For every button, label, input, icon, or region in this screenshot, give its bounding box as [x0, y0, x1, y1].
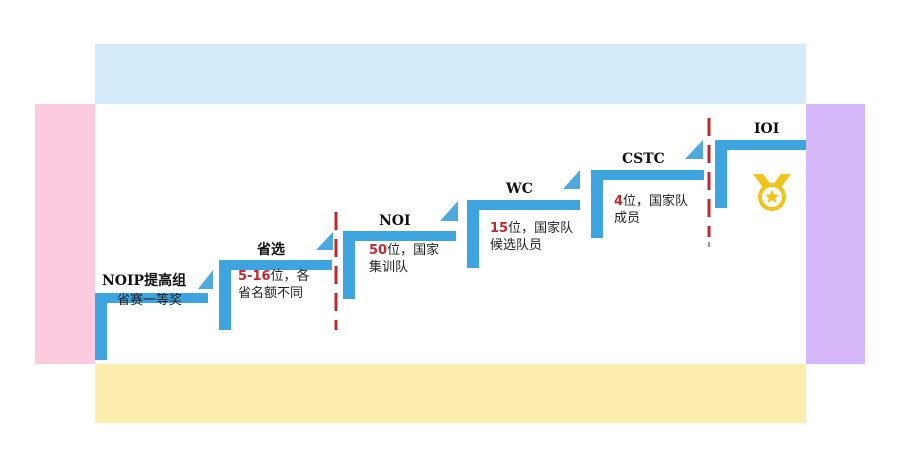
desc-text: 位，国家队 [508, 221, 574, 236]
desc-line-2: 集训队 [369, 260, 409, 275]
quota-number: 4 [614, 194, 624, 209]
desc-line-1: 15位，国家队 [490, 220, 573, 237]
stair-arrow-2 [316, 232, 333, 250]
stair-arrow-4 [563, 170, 580, 189]
desc-text: 位，国家队 [623, 194, 689, 209]
stair-arrow-5 [685, 140, 703, 159]
step-title-ioi: IOI [754, 121, 780, 137]
stair-step-1 [95, 293, 208, 360]
stair-step-5 [591, 170, 704, 238]
stair-step-4 [467, 200, 580, 268]
bottom-band [95, 364, 806, 423]
step-title-provincial: 省选 [257, 242, 285, 258]
quota-number: 15 [490, 221, 509, 236]
quota-number: 50 [369, 243, 388, 258]
step-title-noi: NOI [379, 213, 411, 229]
stair-step-2 [219, 260, 332, 330]
desc-text: 位，国家 [387, 243, 440, 258]
quota-number: 5-16 [238, 269, 271, 284]
desc-line: 省赛一等奖 [117, 293, 183, 308]
desc-line-1: 4位，国家队 [614, 193, 688, 210]
stair-arrow-3 [440, 201, 458, 221]
step-desc-noi: 50位，国家 集训队 [369, 242, 439, 276]
desc-line-1: 5-16位，各 [238, 268, 310, 285]
step-title-wc: WC [506, 181, 533, 197]
step-title-cstc: CSTC [622, 151, 665, 167]
desc-line-2: 候选队员 [490, 238, 543, 253]
desc-text: 位，各 [270, 269, 310, 284]
step-desc-cstc: 4位，国家队 成员 [614, 193, 688, 227]
left-band [35, 104, 95, 364]
desc-line-1: 50位，国家 [369, 242, 439, 259]
stair-step-3 [343, 231, 456, 299]
step-title-noip: NOIP提高组 [102, 273, 187, 289]
right-band [806, 104, 865, 364]
desc-line-2: 成员 [614, 211, 641, 226]
top-band [95, 44, 806, 104]
step-desc-provincial: 5-16位，各 省名额不同 [238, 268, 310, 302]
medal-icon [753, 174, 791, 211]
desc-line-2: 省名额不同 [238, 286, 304, 301]
stair-arrow-1 [198, 270, 213, 289]
step-desc-wc: 15位，国家队 候选队员 [490, 220, 573, 254]
stair-step-6 [715, 140, 806, 208]
step-desc-noip: 省赛一等奖 [117, 292, 182, 309]
